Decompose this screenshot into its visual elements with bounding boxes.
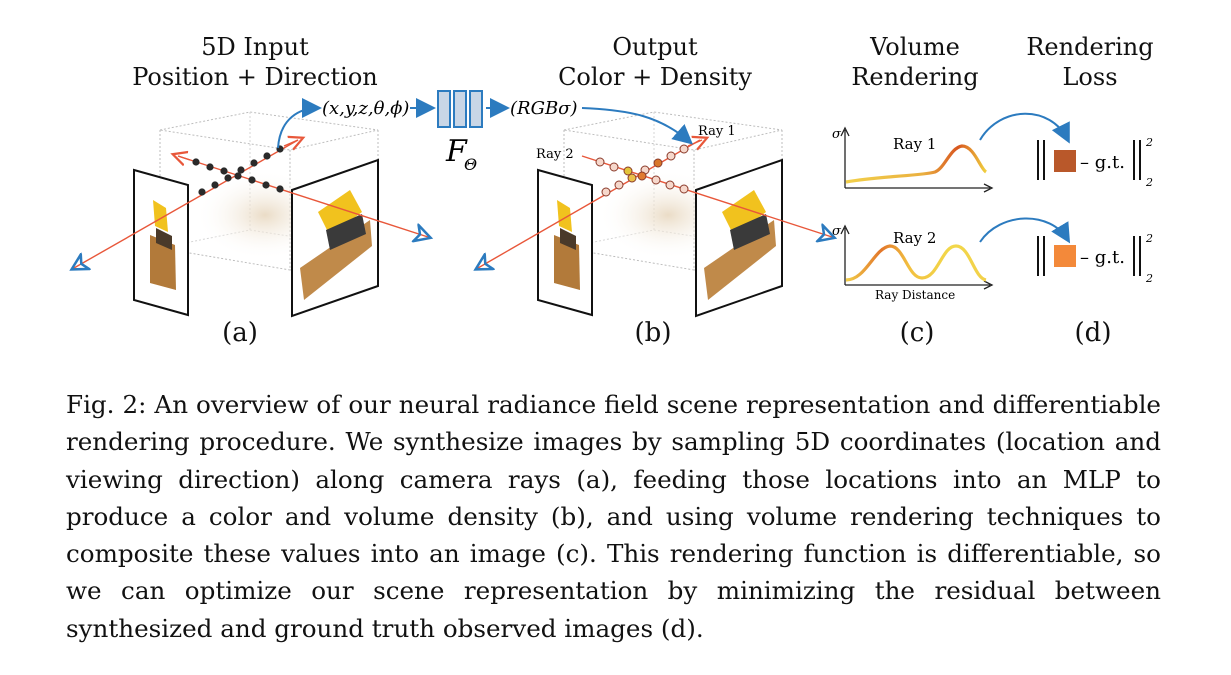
panel-c-ray-distance-label: Ray Distance [875, 288, 955, 302]
network-label: F [445, 134, 468, 169]
heading-b-line1: Output [612, 33, 698, 61]
panel-d-gt-label-1: – g.t. [1080, 152, 1125, 173]
panel-a-sample-points [192, 145, 284, 196]
panel-a-scene [74, 98, 428, 318]
heading-b-line2: Color + Density [558, 63, 752, 91]
heading-d: Rendering Loss [1010, 32, 1170, 92]
panel-b-colored-samples [595, 144, 689, 197]
panel-d-norm-sup-2: 2 [1145, 232, 1153, 245]
panel-label-b: (b) [634, 318, 672, 348]
heading-a: 5D Input Position + Direction [110, 32, 400, 92]
ray1-color-swatch [1054, 150, 1076, 172]
heading-c-line2: Rendering [851, 63, 979, 91]
panel-c-plot1 [840, 126, 994, 193]
heading-a-line1: 5D Input [201, 33, 309, 61]
network-subscript: Θ [464, 155, 477, 174]
heading-a-line2: Position + Direction [132, 63, 378, 91]
panel-c-ray1-label: Ray 1 [893, 135, 936, 153]
heading-d-line2: Loss [1062, 63, 1118, 91]
panel-c-ray2-label: Ray 2 [893, 229, 936, 247]
panel-b-ray1-label: Ray 1 [698, 124, 736, 139]
panel-b-ray2-label: Ray 2 [536, 147, 574, 162]
panel-d-norm-sub-2: 2 [1145, 272, 1153, 285]
panel-d-loss-1 [1037, 140, 1141, 180]
panel-b-scene [478, 107, 832, 318]
heading-d-line1: Rendering [1026, 33, 1154, 61]
ray2-color-swatch [1054, 245, 1076, 267]
input-label: (x,y,z,θ,ϕ) [322, 98, 409, 119]
panel-c-sigma-2: σ [832, 224, 842, 239]
panel-label-d: (d) [1074, 318, 1112, 348]
panel-d-gt-label-2: – g.t. [1080, 247, 1125, 268]
panel-d-loss-2 [1037, 236, 1141, 276]
output-label: (RGBσ) [510, 98, 578, 119]
figure-diagram: (x,y,z,θ,ϕ) F Θ (RGBσ) [0, 90, 1153, 318]
panel-label-c: (c) [899, 318, 935, 348]
panel-label-a: (a) [222, 318, 258, 348]
heading-c-line1: Volume [870, 33, 960, 61]
panel-d-norm-sup-1: 2 [1145, 136, 1153, 149]
heading-b: Output Color + Density [530, 32, 780, 92]
panel-c-plot2 [840, 224, 994, 290]
network-block [437, 90, 483, 128]
figure-caption: Fig. 2: An overview of our neural radian… [66, 390, 1161, 643]
panel-c-sigma-1: σ [832, 127, 842, 142]
panel-d-norm-sub-1: 2 [1145, 176, 1153, 189]
heading-c: Volume Rendering [840, 32, 990, 92]
